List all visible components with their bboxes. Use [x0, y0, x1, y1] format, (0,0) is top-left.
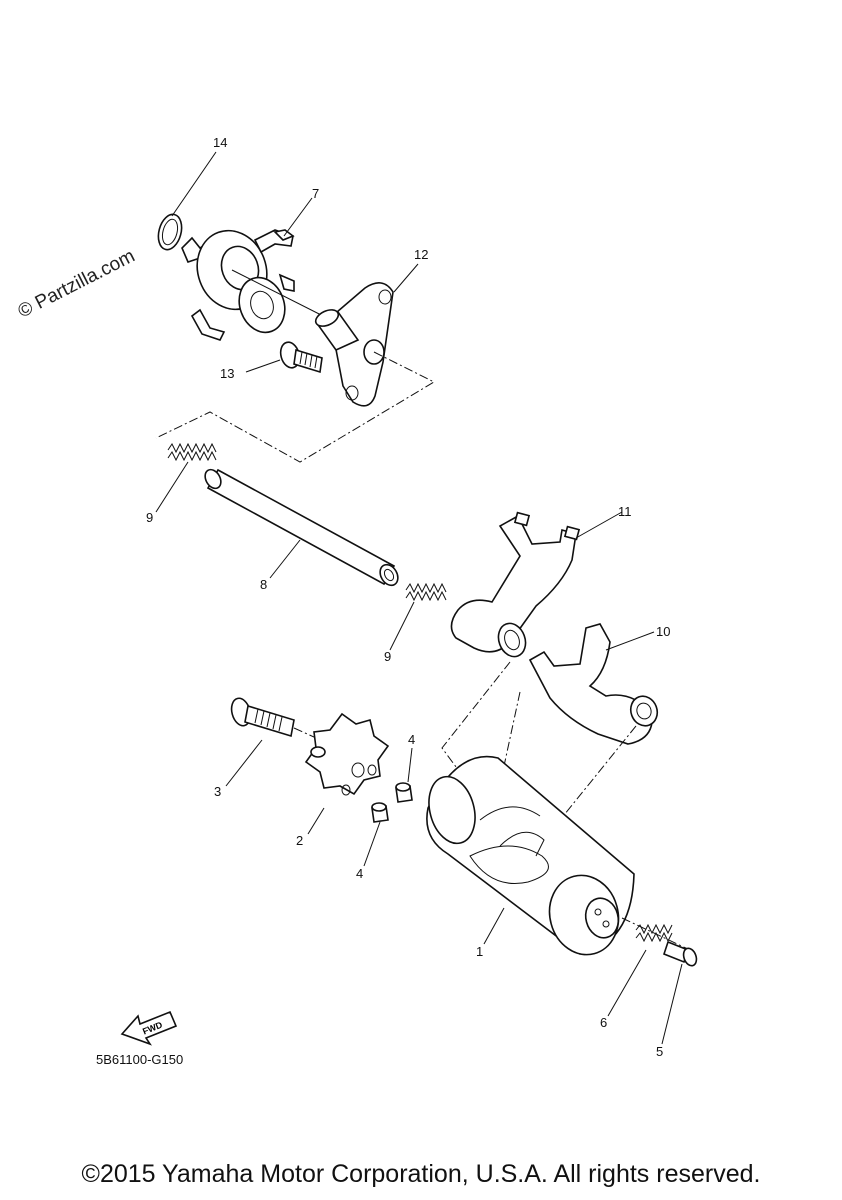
callout-8: 8 [260, 577, 267, 592]
callout-9-lower: 9 [384, 649, 391, 664]
callout-10: 10 [656, 624, 670, 639]
part-6-spring[interactable] [635, 923, 673, 943]
diagram-code: 5B61100-G150 [96, 1052, 183, 1067]
callout-1: 1 [476, 944, 483, 959]
callout-14: 14 [213, 135, 227, 150]
callout-13: 13 [220, 366, 234, 381]
callout-6: 6 [600, 1015, 607, 1030]
part-2-segment[interactable] [304, 712, 390, 796]
callout-4-upper: 4 [408, 732, 415, 747]
leader-lines [155, 151, 683, 1045]
callout-7: 7 [312, 186, 319, 201]
callout-3: 3 [214, 784, 221, 799]
callout-2: 2 [296, 833, 303, 848]
callout-9-upper: 9 [146, 510, 153, 525]
part-1-shift-drum[interactable] [422, 755, 691, 963]
part-5-plunger[interactable] [663, 940, 699, 968]
part-3-screw[interactable] [229, 696, 326, 743]
part-8-guide-bar[interactable] [202, 467, 401, 589]
part-14-circlip[interactable] [155, 212, 186, 252]
part-9-spring-lower[interactable] [405, 582, 447, 602]
fwd-arrow-icon: FWD [120, 1010, 178, 1046]
watermark-text: © Partzilla.com [15, 246, 139, 323]
part-4-pin-lower[interactable] [371, 802, 389, 823]
callout-12: 12 [414, 247, 428, 262]
part-13-bolt[interactable] [278, 340, 323, 374]
part-11-shift-fork[interactable] [450, 511, 581, 661]
part-12-shift-arm[interactable] [313, 282, 394, 407]
part-9-spring-upper[interactable] [167, 442, 217, 462]
part-4-pin-upper[interactable] [395, 782, 413, 803]
copyright-notice: ©2015 Yamaha Motor Corporation, U.S.A. A… [81, 1160, 761, 1188]
callout-5: 5 [656, 1044, 663, 1059]
part-7-shift-segment[interactable] [181, 221, 336, 341]
callout-11: 11 [618, 504, 632, 519]
callout-4-lower: 4 [356, 866, 363, 881]
part-10-shift-fork[interactable] [528, 623, 661, 745]
